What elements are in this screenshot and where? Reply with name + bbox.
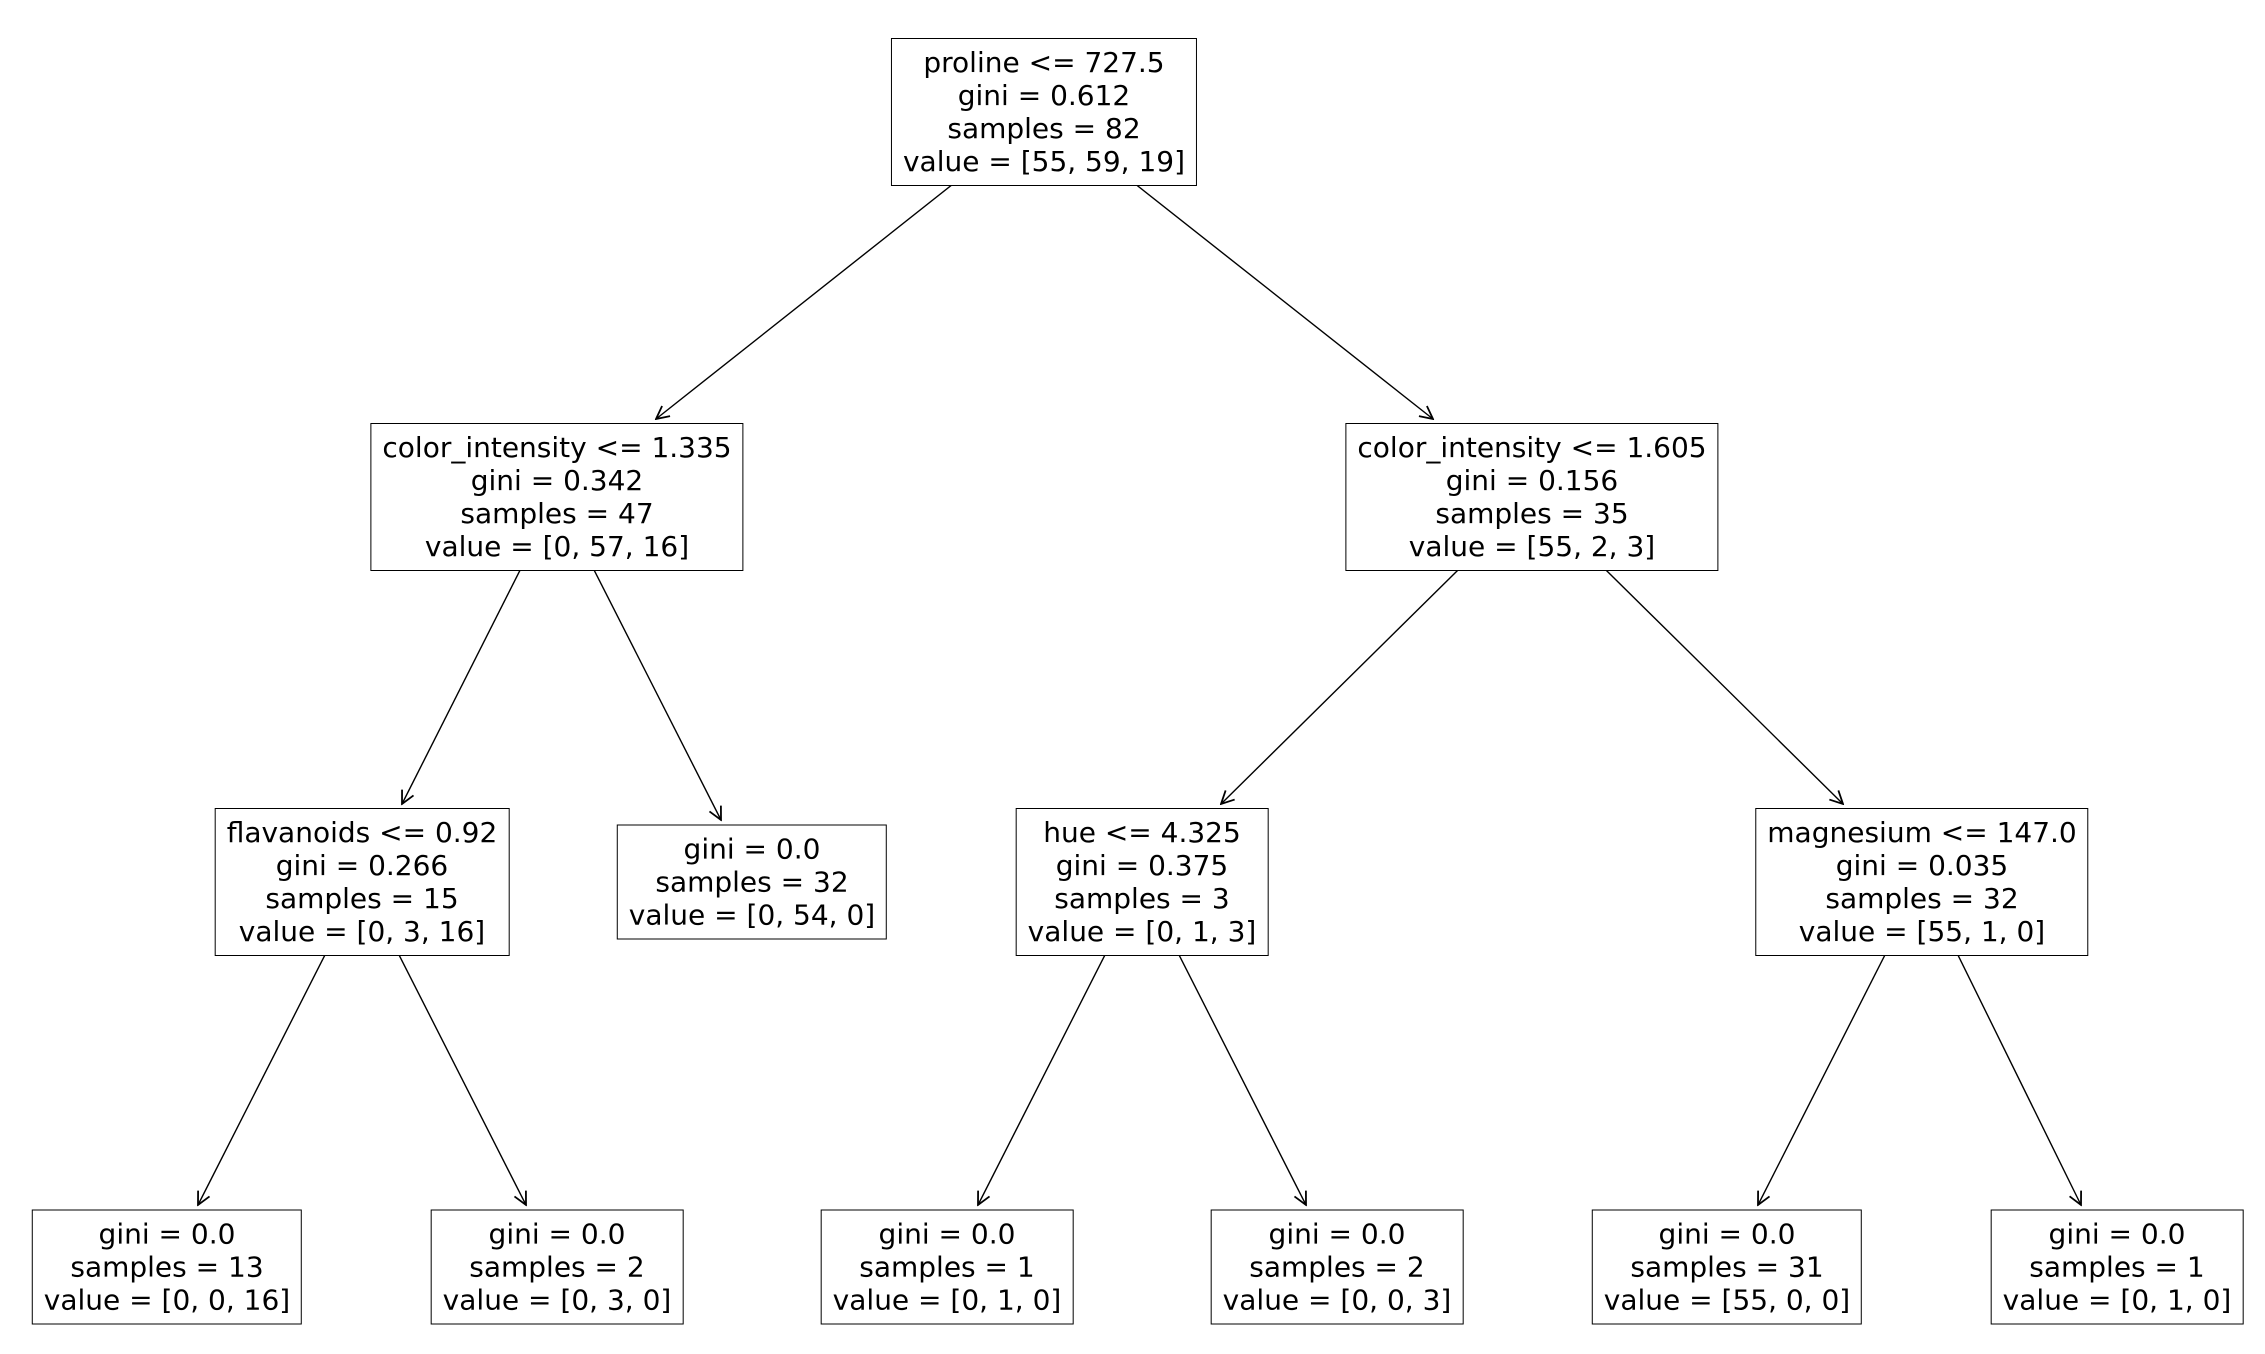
node-gini: gini = 0.375 <box>1055 849 1229 882</box>
node-gini: gini = 0.0 <box>98 1217 236 1251</box>
node-samples: samples = 35 <box>1435 497 1629 530</box>
tree-node-right-right: magnesium <= 147.0 gini = 0.035 samples … <box>1755 808 2089 956</box>
tree-node-leaf-3: gini = 0.0 samples = 1 value = [0, 1, 0] <box>820 1209 1074 1325</box>
node-value: value = [0, 1, 3] <box>1027 915 1257 948</box>
tree-node-leaf-1: gini = 0.0 samples = 13 value = [0, 0, 1… <box>31 1209 303 1325</box>
node-gini: gini = 0.0 <box>488 1217 626 1251</box>
node-value: value = [0, 57, 16] <box>424 530 690 563</box>
node-samples: samples = 1 <box>859 1250 1035 1284</box>
tree-node-leaf-6: gini = 0.0 samples = 1 value = [0, 1, 0] <box>1990 1209 2244 1325</box>
node-gini: gini = 0.266 <box>275 849 449 882</box>
node-split-condition: hue <= 4.325 <box>1043 816 1241 849</box>
node-samples: samples = 82 <box>947 112 1141 145</box>
node-gini: gini = 0.0 <box>1658 1217 1796 1251</box>
node-value: value = [55, 2, 3] <box>1408 530 1656 563</box>
tree-node-left: color_intensity <= 1.335 gini = 0.342 sa… <box>370 423 744 571</box>
node-value: value = [0, 54, 0] <box>628 898 876 932</box>
tree-node-leaf-4: gini = 0.0 samples = 2 value = [0, 0, 3] <box>1210 1209 1464 1325</box>
tree-node-left-right-leaf: gini = 0.0 samples = 32 value = [0, 54, … <box>616 824 888 940</box>
node-samples: samples = 47 <box>460 497 654 530</box>
node-gini: gini = 0.035 <box>1835 849 2009 882</box>
node-gini: gini = 0.0 <box>2048 1217 2186 1251</box>
node-gini: gini = 0.612 <box>957 79 1131 112</box>
node-samples: samples = 3 <box>1054 882 1230 915</box>
node-gini: gini = 0.0 <box>1268 1217 1406 1251</box>
tree-node-root: proline <= 727.5 gini = 0.612 samples = … <box>890 38 1198 186</box>
node-gini: gini = 0.0 <box>878 1217 1016 1251</box>
node-samples: samples = 32 <box>1825 882 2019 915</box>
tree-node-right-left: hue <= 4.325 gini = 0.375 samples = 3 va… <box>1015 808 1269 956</box>
node-value: value = [0, 3, 16] <box>238 915 486 948</box>
node-value: value = [0, 1, 0] <box>832 1283 1062 1317</box>
node-value: value = [0, 3, 0] <box>442 1283 672 1317</box>
tree-node-right: color_intensity <= 1.605 gini = 0.156 sa… <box>1345 423 1719 571</box>
node-value: value = [55, 1, 0] <box>1798 915 2046 948</box>
node-samples: samples = 31 <box>1630 1250 1824 1284</box>
node-split-condition: color_intensity <= 1.605 <box>1357 431 1707 464</box>
tree-node-leaf-5: gini = 0.0 samples = 31 value = [55, 0, … <box>1591 1209 1863 1325</box>
node-value: value = [0, 0, 16] <box>43 1283 291 1317</box>
node-samples: samples = 32 <box>655 865 849 899</box>
node-samples: samples = 15 <box>265 882 459 915</box>
node-samples: samples = 2 <box>1249 1250 1425 1284</box>
node-samples: samples = 2 <box>469 1250 645 1284</box>
node-split-condition: proline <= 727.5 <box>923 46 1165 79</box>
node-split-condition: magnesium <= 147.0 <box>1767 816 2077 849</box>
node-gini: gini = 0.342 <box>470 464 644 497</box>
node-samples: samples = 1 <box>2029 1250 2205 1284</box>
node-value: value = [55, 59, 19] <box>902 145 1186 178</box>
tree-node-leaf-2: gini = 0.0 samples = 2 value = [0, 3, 0] <box>430 1209 684 1325</box>
tree-node-left-left: flavanoids <= 0.92 gini = 0.266 samples … <box>214 808 510 956</box>
node-split-condition: flavanoids <= 0.92 <box>226 816 498 849</box>
node-gini: gini = 0.156 <box>1445 464 1619 497</box>
node-gini: gini = 0.0 <box>683 832 821 866</box>
node-split-condition: color_intensity <= 1.335 <box>382 431 732 464</box>
node-value: value = [0, 0, 3] <box>1222 1283 1452 1317</box>
node-value: value = [0, 1, 0] <box>2002 1283 2232 1317</box>
node-value: value = [55, 0, 0] <box>1603 1283 1851 1317</box>
node-samples: samples = 13 <box>70 1250 264 1284</box>
